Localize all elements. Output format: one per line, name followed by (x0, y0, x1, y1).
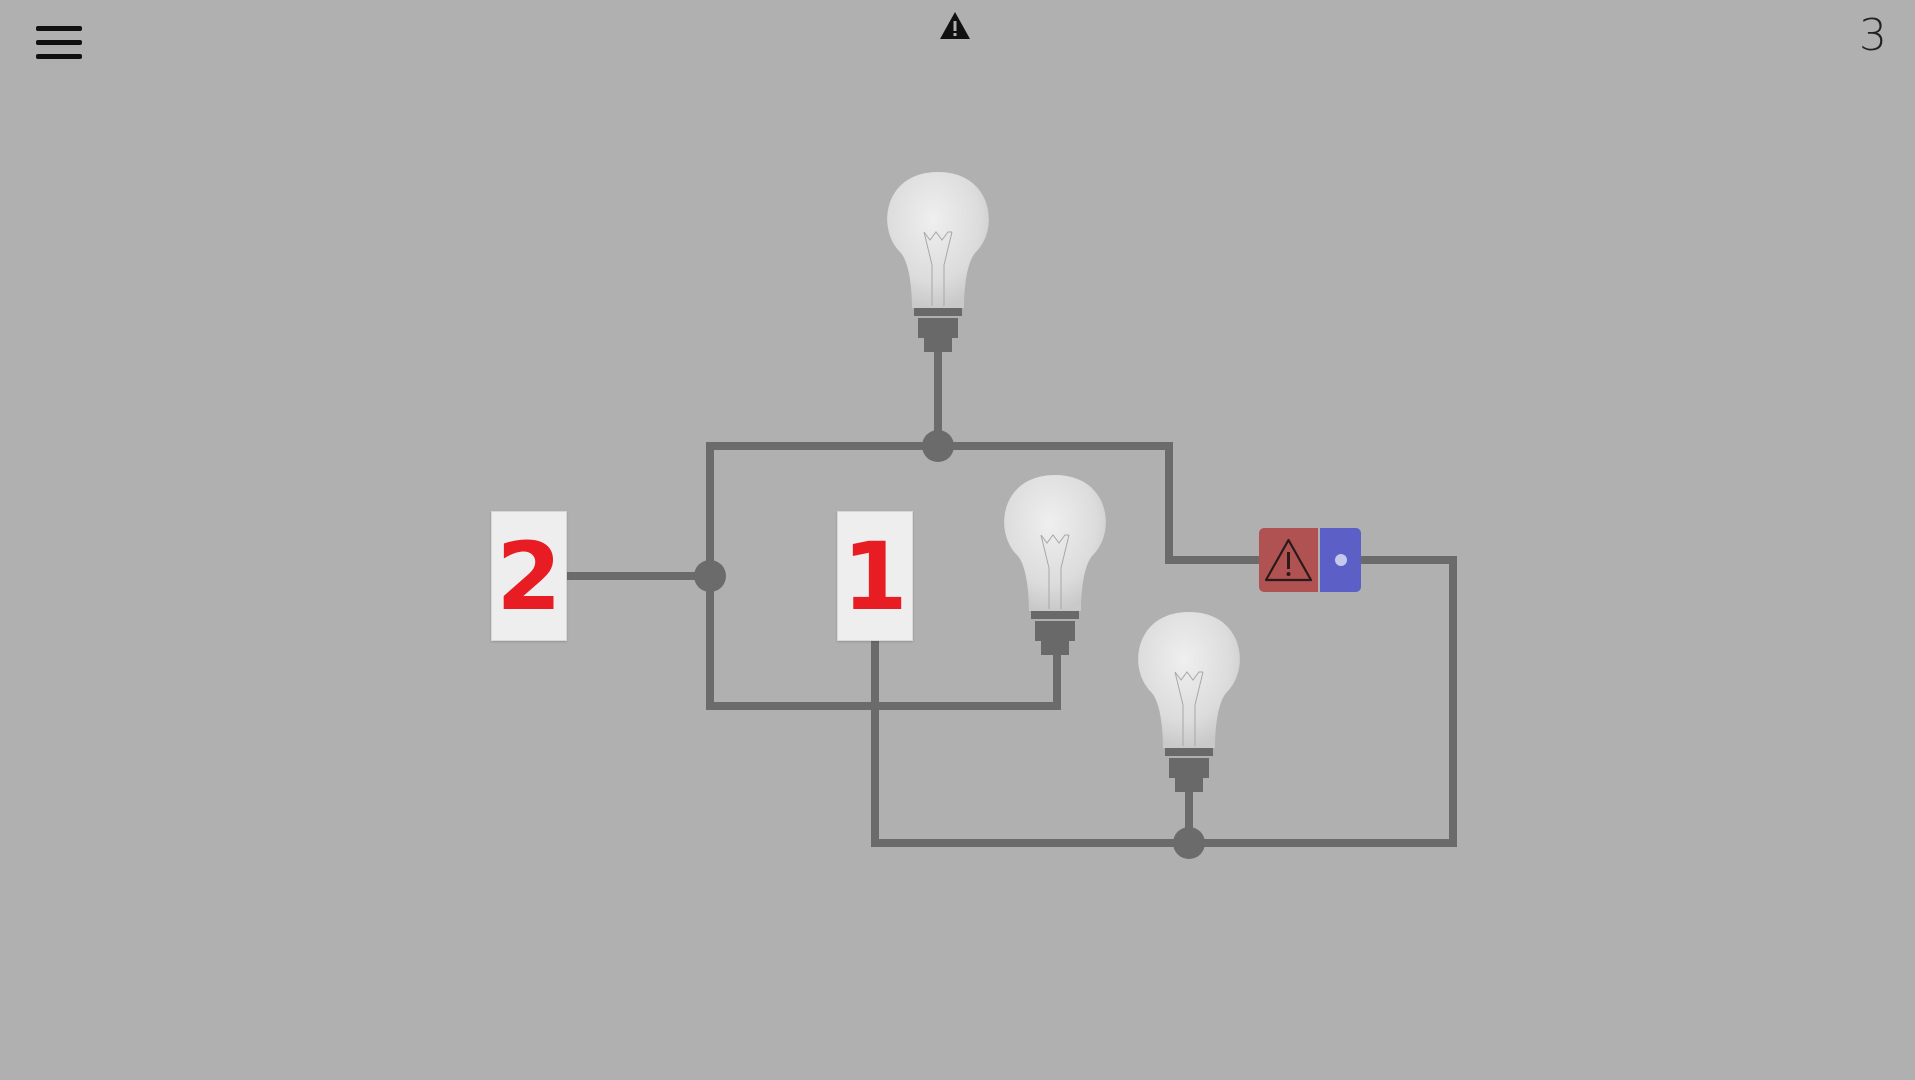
battery-negative-terminal (1259, 528, 1318, 592)
battery[interactable] (1259, 528, 1361, 592)
hamburger-menu-icon (36, 26, 82, 31)
warning-icon (940, 12, 970, 39)
junction-bottom (1173, 827, 1205, 859)
warning-icon (1264, 538, 1313, 582)
junction-left (694, 560, 726, 592)
light-bulb-top (887, 172, 989, 352)
level-number: 3 (1859, 10, 1887, 61)
wire-top-right (938, 442, 1259, 564)
terminal-dot-icon (1335, 554, 1347, 566)
wire-top-loop (706, 442, 1061, 710)
menu-button[interactable] (36, 26, 84, 62)
wire-bottom-right (1189, 556, 1457, 847)
junctions (694, 430, 1205, 859)
junction-top (922, 430, 954, 462)
switch-b[interactable]: 1 (837, 511, 913, 641)
switch-b-label: 1 (842, 523, 908, 632)
wires (566, 352, 1457, 847)
light-bulb-bottom (1138, 612, 1240, 792)
wire-switch-b-down (871, 640, 1189, 847)
switch-a-label: 2 (496, 523, 562, 632)
light-bulb-middle (1004, 475, 1106, 655)
menu-bar-middle (36, 40, 82, 45)
battery-positive-terminal (1320, 528, 1361, 592)
menu-bar-bottom (36, 54, 82, 59)
switch-a[interactable]: 2 (491, 511, 567, 641)
